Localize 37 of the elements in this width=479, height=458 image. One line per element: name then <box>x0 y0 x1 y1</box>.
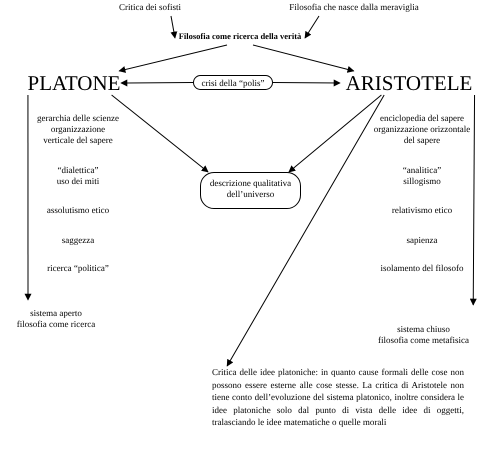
arrow <box>272 79 341 86</box>
description-text: sillogismo <box>402 176 442 187</box>
rounded-box: descrizione qualitativa dell’universo <box>200 172 301 209</box>
description-text: assolutismo etico <box>46 205 110 216</box>
pill-box: crisi della “polis” <box>193 75 273 90</box>
philosopher-name: ARISTOTELE <box>340 71 478 95</box>
arrow <box>118 44 228 73</box>
description-text: relativismo etico <box>390 205 454 216</box>
description-text: organizzazione orizzontale del sapere <box>372 124 472 146</box>
description-text: isolamento del filosofo <box>380 263 464 274</box>
description-text: “dialettica” <box>56 165 100 176</box>
arrow <box>170 16 178 39</box>
description-text: uso dei miti <box>56 176 100 187</box>
concept-text: filosofia come metafisica <box>377 335 470 346</box>
arrow <box>288 94 382 172</box>
arrow <box>24 94 32 301</box>
concept-text: Filosofia che nasce dalla meraviglia <box>284 2 424 16</box>
concept-text: sistema aperto <box>29 308 83 319</box>
arrow <box>470 94 477 306</box>
description-text: saggezza <box>60 235 96 246</box>
concept-text: sistema chiuso <box>396 324 451 335</box>
arrow <box>111 94 209 172</box>
arrow <box>120 79 194 86</box>
philosopher-name: PLATONE <box>27 71 121 95</box>
arrow <box>252 44 354 73</box>
arrow <box>226 94 385 367</box>
concept-text: filosofia come ricerca <box>16 319 96 330</box>
description-text: organizzazione verticale del sapere <box>42 124 114 146</box>
arrow <box>304 16 320 39</box>
concept-text: Critica dei sofisti <box>108 2 192 16</box>
concept-text: Filosofia come ricerca della verità <box>175 31 305 45</box>
description-text: gerarchia delle scienze <box>36 113 120 124</box>
description-text: “analitica” <box>402 165 442 176</box>
description-text: sapienza <box>406 235 438 246</box>
paragraph-text: Critica delle idee platoniche: in quanto cause formali delle cose non possono essere esterne alle cose stesse. La critica di Aristotele non tiene conto dell’evoluzione del sistema platonico, inoltre considera le idee platoniche solo dal punto di vista delle idee di oggetti, tralasciando le idee matematiche o quelle morali <box>212 366 464 456</box>
description-text: ricerca “politica” <box>46 263 110 274</box>
description-text: enciclopedia del sapere <box>379 113 465 124</box>
